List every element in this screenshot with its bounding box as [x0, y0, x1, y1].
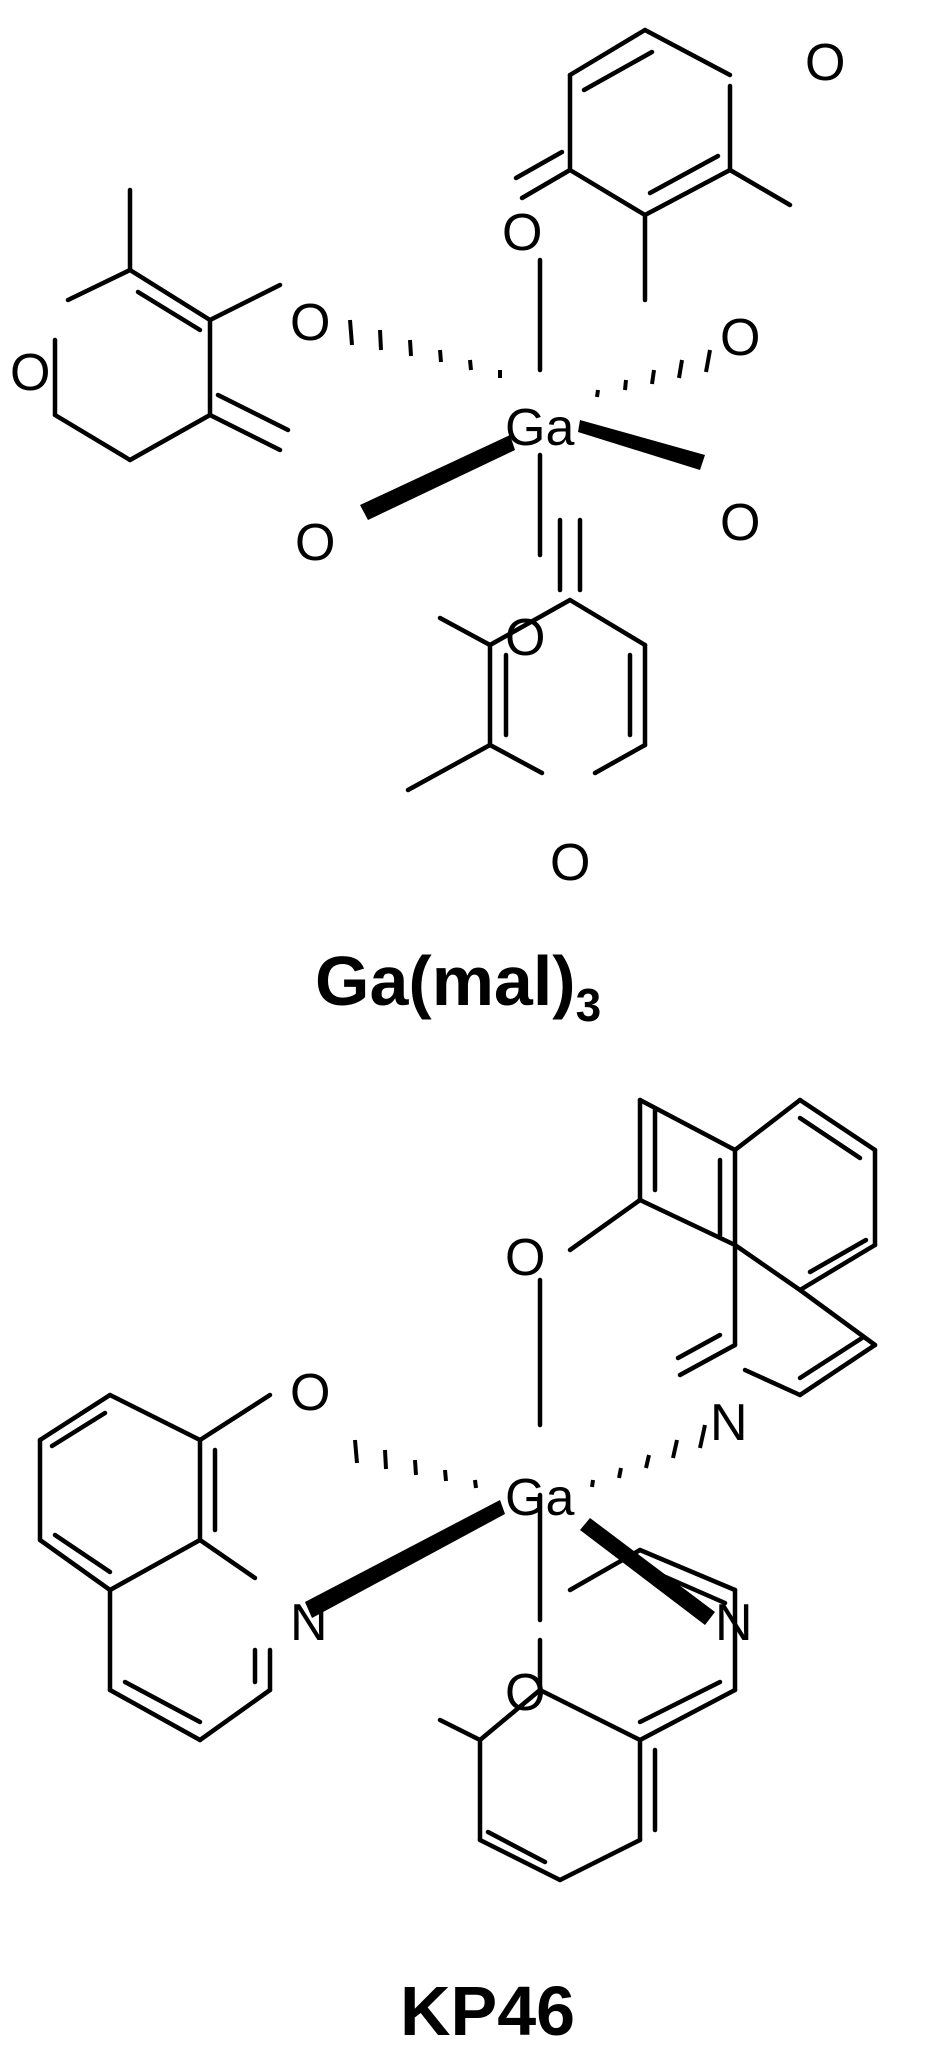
hashed-bond-right	[595, 349, 712, 398]
atom-o: O	[290, 294, 330, 352]
ga-mal3-coordination-bonds	[348, 257, 712, 558]
ga-mal3-structure: O O O O O O O O O Ga Ga(mal)3	[10, 27, 845, 1031]
quinoline-ring-lower	[437, 1492, 738, 1883]
hashed-bond-left	[353, 1439, 478, 1489]
maltol-ring-lower	[405, 517, 648, 793]
maltol-ring-upper	[513, 27, 793, 303]
atom-o: O	[295, 514, 335, 572]
quinoline-ring-upper	[537, 1097, 878, 1428]
atom-o: O	[720, 309, 760, 367]
atom-o: O	[290, 1364, 330, 1422]
hashed-bond-right	[590, 1424, 707, 1488]
atom-o: O	[505, 1229, 545, 1287]
atom-o: O	[720, 494, 760, 552]
hashed-bond-left	[348, 319, 502, 378]
atom-n: N	[710, 1394, 748, 1452]
metal-center-ga: Ga	[505, 399, 574, 457]
atom-o: O	[502, 204, 542, 262]
atom-o: O	[805, 34, 845, 92]
ga-mal3-caption: Ga(mal)3	[315, 942, 601, 1031]
metal-center-ga: Ga	[505, 1469, 574, 1527]
atom-o: O	[505, 609, 545, 667]
atom-n: N	[715, 1594, 753, 1652]
kp46-structure: O O N Ga N N O KP46	[37, 1097, 878, 2050]
caption-subscript: 3	[576, 979, 602, 1031]
kp46-caption: KP46	[400, 1972, 575, 2050]
atom-n: N	[290, 1594, 328, 1652]
kp46-coordination-bonds	[305, 1424, 715, 1625]
atom-o: O	[550, 834, 590, 892]
maltol-ring-left	[52, 187, 291, 463]
quinoline-ring-left	[37, 1392, 273, 1743]
atom-o: O	[10, 344, 50, 402]
atom-o: O	[505, 1664, 545, 1722]
caption-main: Ga(mal)	[315, 942, 576, 1020]
